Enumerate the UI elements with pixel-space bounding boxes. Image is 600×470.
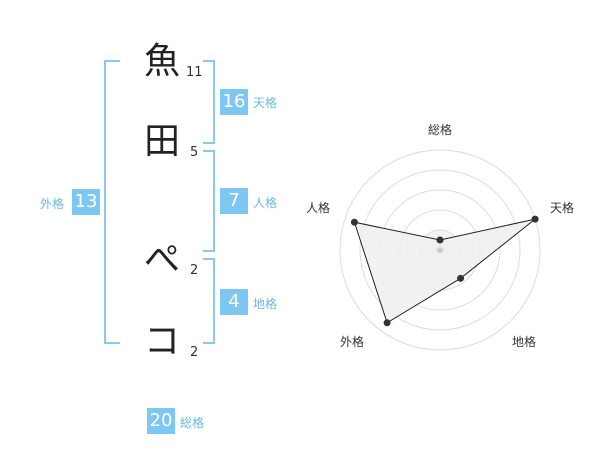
soukaku-label: 総格 [180, 416, 205, 430]
radar-point-2 [457, 274, 465, 282]
jinkaku-label: 人格 [253, 196, 278, 210]
tenkaku-bracket [203, 60, 215, 144]
axis-label-chikaku: 地格 [512, 334, 536, 349]
radar-area [353, 218, 536, 324]
axis-label-tenkaku: 天格 [550, 200, 574, 215]
tenkaku-value-badge: 16 [220, 89, 248, 115]
stroke-count-2: 5 [190, 145, 199, 160]
radar-point-3 [383, 319, 391, 327]
jinkaku-value-badge: 7 [220, 188, 248, 214]
radar-ring-4 [359, 169, 521, 331]
chikaku-value-badge: 4 [220, 289, 248, 315]
name-char-2: 田 [143, 121, 180, 162]
name-char-4: コ [143, 321, 180, 362]
soukaku-value-badge: 20 [147, 408, 175, 434]
chikaku-bracket [203, 258, 215, 344]
axis-label-jinkaku: 人格 [306, 200, 330, 215]
radar-point-4 [350, 218, 358, 226]
radar-point-0 [436, 236, 444, 244]
radar-point-1 [531, 215, 539, 223]
name-char-1: 魚 [143, 41, 180, 82]
gaikaku-label: 外格 [40, 197, 65, 211]
stroke-count-3: 2 [190, 263, 199, 278]
stroke-count-1: 11 [186, 65, 203, 80]
tenkaku-label: 天格 [253, 96, 278, 110]
jinkaku-bracket [203, 150, 215, 252]
radar-ring-5 [339, 149, 541, 351]
axis-label-gaikaku: 外格 [340, 334, 364, 349]
stroke-count-4: 2 [190, 345, 199, 360]
name-char-3: ぺ [143, 239, 180, 280]
gaikaku-bracket [104, 60, 120, 344]
chikaku-label: 地格 [253, 297, 278, 311]
gaikaku-value-badge: 13 [72, 189, 100, 215]
radar-points [350, 215, 539, 327]
axis-label-soukaku: 総格 [428, 122, 452, 137]
radar-center-dot [437, 247, 443, 253]
